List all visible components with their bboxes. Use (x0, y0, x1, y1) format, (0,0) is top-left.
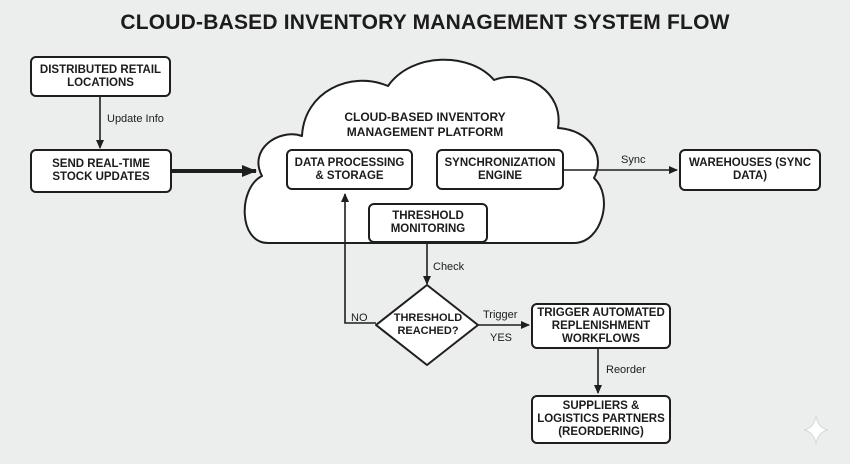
edge-no (341, 193, 376, 324)
edge-label-reorder: Reorder (606, 364, 646, 376)
sparkle-icon (803, 415, 829, 445)
node-trigger-replenishment: TRIGGER AUTOMATED REPLENISHMENT WORKFLOW… (531, 303, 671, 349)
node-send-stock-updates: SEND REAL-TIME STOCK UPDATES (30, 149, 172, 193)
page-title: CLOUD-BASED INVENTORY MANAGEMENT SYSTEM … (120, 11, 730, 34)
node-threshold-monitoring: THRESHOLD MONITORING (368, 203, 488, 243)
node-label: DISTRIBUTED RETAIL LOCATIONS (39, 63, 162, 89)
edge-label-yes: YES (490, 332, 513, 344)
node-suppliers-logistics: SUPPLIERS & LOGISTICS PARTNERS (REORDERI… (531, 395, 671, 444)
node-label: SUPPLIERS & LOGISTICS PARTNERS (REORDERI… (537, 400, 665, 438)
edge-label-check: Check (433, 261, 465, 273)
node-data-processing-storage: DATA PROCESSING & STORAGE (286, 149, 413, 190)
node-warehouses: WAREHOUSES (SYNC DATA) (679, 149, 821, 191)
node-label: WAREHOUSES (SYNC DATA) (688, 157, 812, 182)
node-label: TRIGGER AUTOMATED REPLENISHMENT WORKFLOW… (537, 306, 665, 345)
node-threshold-reached: THRESHOLD REACHED? (393, 312, 463, 337)
node-label: SEND REAL-TIME STOCK UPDATES (52, 158, 150, 183)
decision-diamond (375, 284, 479, 366)
node-distributed-retail-locations: DISTRIBUTED RETAIL LOCATIONS (30, 56, 171, 97)
edge-label-no: NO (351, 312, 368, 324)
edge-label-trigger: Trigger (483, 309, 518, 321)
edge-label-update-info: Update Info (107, 113, 164, 125)
node-synchronization-engine: SYNCHRONIZATION ENGINE (436, 149, 564, 190)
cloud-platform-title: CLOUD-BASED INVENTORY MANAGEMENT PLATFOR… (344, 110, 506, 139)
node-label: DATA PROCESSING & STORAGE (294, 156, 405, 182)
edge-label-sync: Sync (621, 154, 646, 166)
cloud-shape (243, 58, 605, 244)
node-label: SYNCHRONIZATION ENGINE (444, 156, 556, 182)
node-label: THRESHOLD MONITORING (390, 210, 466, 235)
